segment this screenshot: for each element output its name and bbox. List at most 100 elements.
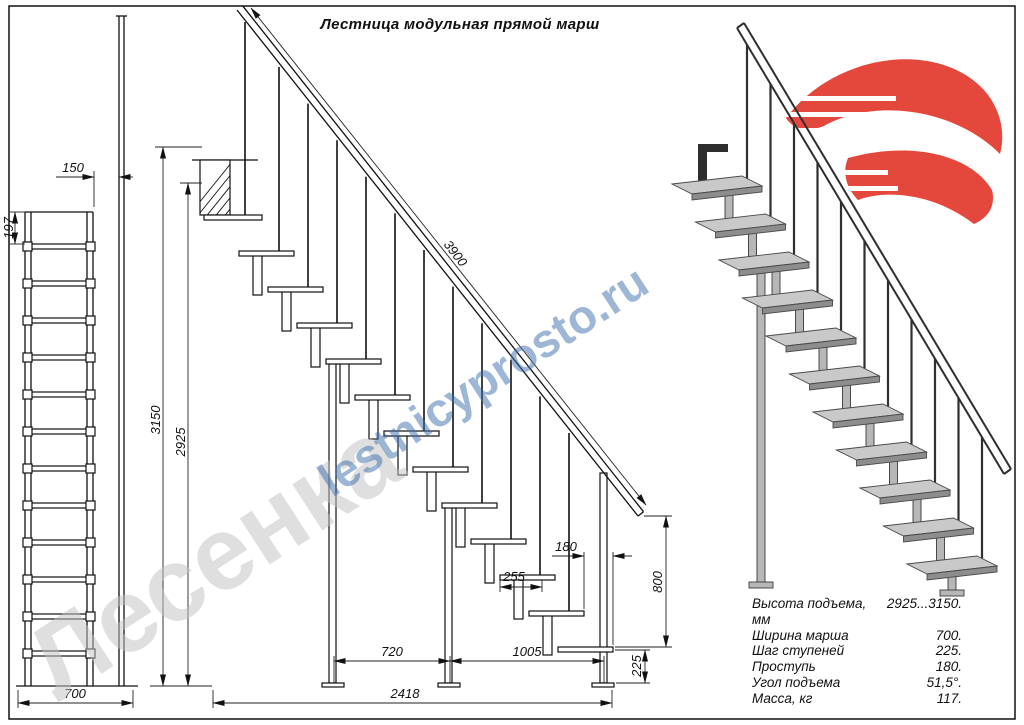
step-module bbox=[513, 578, 524, 620]
post-b-base bbox=[437, 682, 461, 688]
step-connector bbox=[85, 537, 96, 548]
hatch-line bbox=[215, 197, 230, 215]
dim-height-max: 3150 bbox=[148, 405, 163, 435]
side-step bbox=[557, 646, 614, 653]
step-connector bbox=[22, 574, 33, 585]
step-module bbox=[455, 506, 466, 548]
isometric-view bbox=[670, 22, 1012, 597]
step-connector bbox=[22, 648, 33, 659]
step-connector bbox=[22, 537, 33, 548]
side-step bbox=[528, 610, 585, 617]
front-step bbox=[30, 317, 88, 324]
step-connector bbox=[22, 241, 33, 252]
step-module bbox=[484, 542, 495, 584]
drawing-title: Лестница модульная прямой марш bbox=[320, 16, 600, 33]
step-module bbox=[426, 470, 437, 512]
dim-march-width: 700 bbox=[64, 686, 86, 701]
side-step bbox=[499, 574, 556, 581]
side-step bbox=[296, 322, 353, 329]
front-step bbox=[30, 539, 88, 546]
side-step bbox=[412, 466, 469, 473]
watermark-site: lestnicyprosto.ru bbox=[309, 254, 658, 506]
brand-logo-swoosh bbox=[778, 59, 1003, 224]
step-connector bbox=[85, 648, 96, 659]
front-step bbox=[30, 428, 88, 435]
tread-3d-edge bbox=[879, 489, 951, 505]
post-a-base bbox=[321, 682, 345, 688]
step-connector bbox=[85, 611, 96, 622]
spec-row: Масса, кг 117. bbox=[752, 691, 962, 707]
tread-3d-edge bbox=[715, 223, 786, 239]
tread-3d-edge bbox=[691, 185, 763, 201]
hatch-line bbox=[200, 163, 230, 203]
step-connector bbox=[85, 500, 96, 511]
spec-row: Проступь 180. bbox=[752, 659, 962, 675]
step-connector bbox=[22, 611, 33, 622]
step-connector bbox=[85, 463, 96, 474]
step-connector bbox=[22, 352, 33, 363]
step-module bbox=[339, 362, 350, 404]
step-connector bbox=[85, 278, 96, 289]
step-connector bbox=[85, 315, 96, 326]
step-connector bbox=[85, 241, 96, 252]
spec-value: 117. bbox=[936, 690, 962, 706]
front-step bbox=[30, 243, 88, 250]
dim-module-length: 255 bbox=[502, 569, 525, 584]
spec-row: Угол подъема 51,5°. bbox=[752, 675, 962, 691]
post-base-plate-3d bbox=[748, 581, 774, 589]
step-module bbox=[281, 290, 292, 332]
border-frame bbox=[8, 5, 1016, 720]
step-module bbox=[542, 614, 553, 656]
tread-3d-edge bbox=[926, 565, 998, 581]
spec-value: 51,5°. bbox=[926, 674, 962, 690]
step-connector bbox=[22, 463, 33, 474]
step-connector bbox=[85, 389, 96, 400]
tread-3d-edge bbox=[785, 337, 857, 353]
dim-end-span: 1005 bbox=[513, 644, 543, 659]
handrail-end-cap bbox=[637, 511, 644, 517]
tread-3d-edge bbox=[832, 413, 904, 429]
step-connector bbox=[85, 352, 96, 363]
spec-value: 700. bbox=[935, 627, 962, 643]
step-connector bbox=[85, 574, 96, 585]
spec-label: Ширина марша bbox=[752, 627, 849, 643]
spec-row: Высота подъема, мм 2925...3150. bbox=[752, 596, 962, 628]
front-step bbox=[30, 502, 88, 509]
tread-3d-edge bbox=[809, 375, 880, 391]
step-connector bbox=[22, 426, 33, 437]
side-step bbox=[267, 286, 324, 293]
step-connector bbox=[85, 426, 96, 437]
support-post-b bbox=[444, 505, 453, 684]
hatch-line bbox=[245, 152, 303, 224]
spec-row: Ширина марша 700. bbox=[752, 628, 962, 644]
side-step bbox=[470, 538, 527, 545]
support-post-3d bbox=[756, 267, 766, 585]
front-step bbox=[30, 280, 88, 287]
dim-height-min: 2925 bbox=[173, 427, 188, 458]
spec-value: 180. bbox=[935, 659, 962, 675]
tread-3d-edge bbox=[903, 527, 974, 543]
dim-step-rise: 225 bbox=[629, 654, 644, 677]
spec-value: 225. bbox=[935, 643, 962, 659]
handrail-3d bbox=[736, 22, 1012, 475]
spec-label: Шаг ступеней bbox=[752, 643, 845, 659]
tread-3d-edge bbox=[762, 299, 833, 315]
dim-post-span: 720 bbox=[381, 644, 403, 659]
dim-rail-end-height: 800 bbox=[650, 570, 665, 592]
spec-label: Масса, кг bbox=[752, 690, 813, 706]
side-step bbox=[325, 358, 382, 365]
front-view bbox=[16, 15, 138, 687]
tread-3d-edge bbox=[738, 261, 810, 277]
wall-bracket-3d bbox=[698, 144, 728, 152]
front-step bbox=[30, 354, 88, 361]
dim-total-run: 2418 bbox=[390, 686, 421, 701]
step-connector bbox=[22, 278, 33, 289]
dim-handrail-offset: 150 bbox=[62, 160, 84, 175]
front-step bbox=[30, 391, 88, 398]
front-step bbox=[30, 465, 88, 472]
dim-tread-run: 180 bbox=[555, 539, 577, 554]
wall-hatching bbox=[200, 152, 303, 224]
logo-upper-swoosh bbox=[786, 59, 1003, 155]
spec-row: Шаг ступеней 225. bbox=[752, 643, 962, 659]
